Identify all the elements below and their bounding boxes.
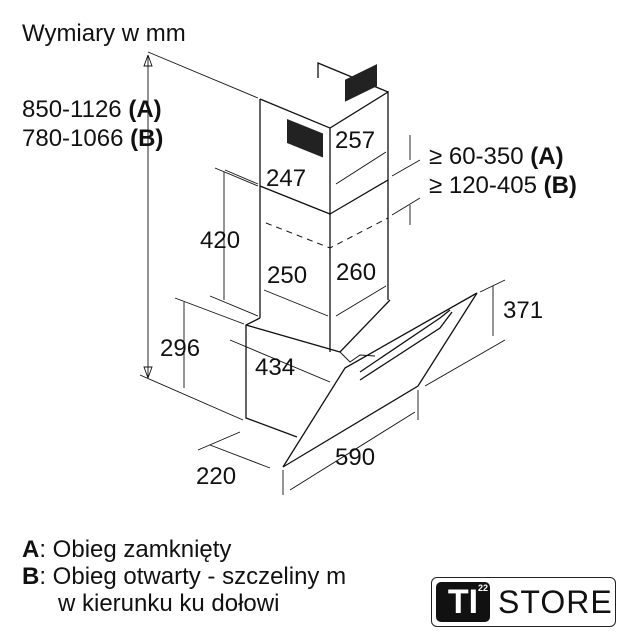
legend-b-text: : Obieg otwarty - szczeliny m bbox=[39, 563, 347, 590]
dimension-lines bbox=[139, 51, 506, 495]
dim-body-width: 220 bbox=[196, 463, 236, 490]
vent-slots-icon bbox=[287, 64, 377, 158]
legend-a: A: Obieg zamknięty bbox=[22, 536, 346, 563]
logo-ti: TI bbox=[447, 582, 479, 621]
logo-number: 22 bbox=[477, 583, 488, 593]
legend: A: Obieg zamknięty B: Obieg otwarty - sz… bbox=[22, 536, 346, 617]
dim-width: 590 bbox=[335, 444, 375, 471]
legend-a-text: : Obieg zamknięty bbox=[39, 536, 232, 563]
legend-b-cont: w kierunku ku dołowi bbox=[58, 590, 280, 617]
dim-top-gap-a: ≥ 60-350 (A) bbox=[429, 143, 564, 170]
dim-lower-chimney-height: 420 bbox=[200, 227, 240, 254]
dim-lower-chimney-depth: 260 bbox=[336, 259, 376, 286]
dim-total-height-a: 850-1126 (A) bbox=[22, 96, 162, 123]
dim-lower-chimney-width: 250 bbox=[267, 262, 307, 289]
hood-body bbox=[245, 292, 478, 468]
dim-body-depth: 434 bbox=[255, 354, 295, 381]
upper-chimney bbox=[259, 62, 389, 215]
dim-upper-chimney-depth: 257 bbox=[335, 127, 375, 154]
logo-store: STORE bbox=[498, 583, 613, 620]
dim-upper-chimney-width: 247 bbox=[266, 165, 306, 192]
drawing-title: Wymiary w mm bbox=[22, 20, 186, 47]
legend-b-key: B bbox=[22, 563, 40, 590]
dim-glass-height: 371 bbox=[503, 297, 543, 324]
lower-chimney bbox=[259, 180, 389, 346]
legend-a-key: A bbox=[22, 536, 40, 563]
dim-top-gap-b: ≥ 120-405 (B) bbox=[429, 172, 577, 199]
dim-total-height-b: 780-1066 (B) bbox=[22, 125, 163, 152]
dim-body-height: 296 bbox=[160, 335, 200, 362]
legend-b: B: Obieg otwarty - szczeliny m bbox=[22, 563, 346, 590]
